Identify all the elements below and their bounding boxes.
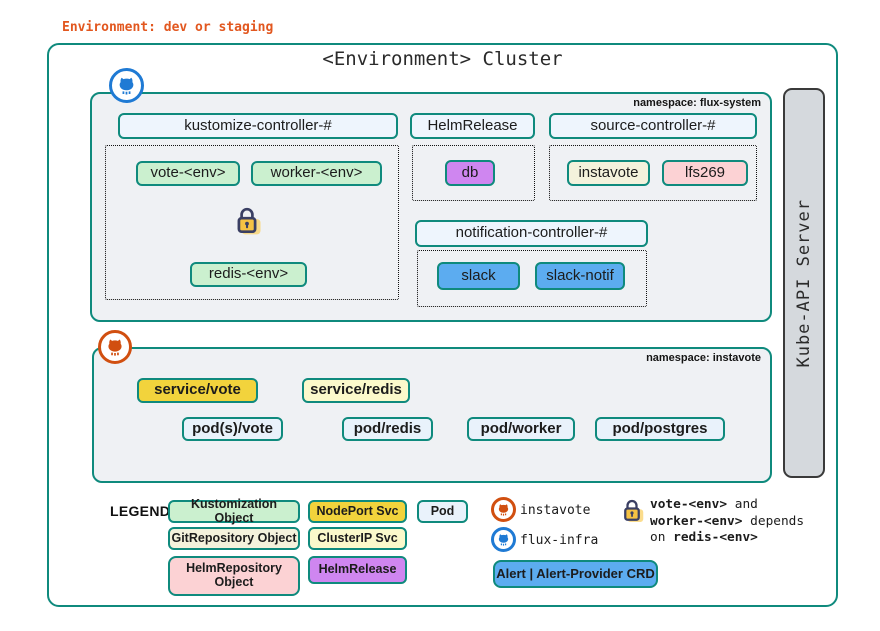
github-instavote-icon: [98, 330, 132, 364]
legend-pod: Pod: [417, 500, 468, 523]
pod-postgres-label: pod/postgres: [612, 419, 708, 437]
github-octocat-icon: [119, 77, 134, 95]
flux-system-namespace-label: namespace: flux-system: [633, 97, 761, 109]
kustomize-controller-label: kustomize-controller-#: [184, 116, 332, 134]
lock-note-line1: vote-<env> and: [650, 497, 830, 514]
cluster-title: <Environment> Cluster: [322, 48, 563, 70]
lock-note-on: on: [650, 530, 674, 545]
instavote-namespace: namespace: instavote: [92, 347, 772, 483]
kustomize-controller-group: [105, 145, 399, 300]
legend-instavote-label: instavote: [520, 503, 591, 518]
pod-redis: pod/redis: [342, 417, 433, 441]
lock-note-worker: worker-<env>: [650, 513, 743, 529]
legend-alert-crd: Alert | Alert-Provider CRD: [493, 560, 658, 588]
notification-controller-label: notification-controller-#: [455, 224, 608, 242]
alert-slack: slack: [437, 262, 520, 290]
instavote-repo-label: instavote: [578, 163, 639, 181]
legend-clusterip-label: ClusterIP Svc: [317, 530, 398, 545]
legend-alert-label: Alert | Alert-Provider CRD: [496, 565, 655, 581]
legend-kustomization: Kustomization Object: [168, 496, 300, 525]
pods-vote: pod(s)/vote: [182, 417, 283, 441]
service-vote-label: service/vote: [154, 381, 241, 399]
kustomization-redis-env: redis-<env>: [190, 262, 307, 287]
github-octocat-icon: [108, 339, 122, 356]
service-redis-label: service/redis: [310, 381, 402, 399]
pod-redis-label: pod/redis: [353, 419, 422, 437]
kustomize-controller-header: kustomize-controller-#: [118, 113, 398, 139]
notification-controller-header: notification-controller-#: [415, 220, 648, 247]
github-flux-infra-icon: [109, 68, 144, 103]
lock-note-redis: redis-<env>: [673, 530, 758, 545]
legend-nodeport-label: NodePort Svc: [316, 503, 399, 518]
slack-notif-label: slack-notif: [546, 266, 614, 284]
legend-helmrepository-label: HelmRepository Object: [186, 561, 282, 589]
github-octocat-icon: [498, 534, 509, 546]
helmrelease-header: HelmRelease: [410, 113, 535, 139]
source-controller-group: [549, 145, 757, 201]
lock-note-line3: on redis-<env>: [650, 530, 830, 547]
legend-github-instavote-icon: [491, 497, 516, 522]
kube-api-server: Kube-API Server: [783, 88, 825, 478]
kustomization-worker-env: worker-<env>: [251, 161, 382, 186]
lock-note-depends: depends: [742, 513, 805, 529]
helmrelease-db: db: [445, 160, 495, 186]
gitrepository-instavote: instavote: [567, 160, 650, 186]
legend-lock-icon: [617, 495, 647, 525]
kube-api-server-label: Kube-API Server: [794, 198, 814, 368]
worker-env-label: worker-<env>: [270, 164, 363, 182]
legend-pod-label: Pod: [430, 503, 455, 518]
lock-note-line2: worker-<env> depends: [650, 514, 830, 531]
slack-label: slack: [461, 266, 496, 284]
legend-github-flux-infra-icon: [491, 527, 516, 552]
kustomization-vote-env: vote-<env>: [136, 161, 240, 186]
legend-flux-infra-label: flux-infra: [520, 533, 599, 548]
legend-gitrepository-label: GitRepository Object: [171, 530, 297, 545]
legend-lock-note: vote-<env> and worker-<env> depends on r…: [650, 497, 830, 547]
legend-title: LEGEND:: [110, 503, 176, 519]
legend-gitrepository: GitRepository Object: [168, 527, 300, 550]
pods-vote-label: pod(s)/vote: [192, 419, 273, 437]
helmrelease-group: [412, 145, 535, 201]
instavote-namespace-label: namespace: instavote: [646, 352, 761, 364]
lock-note-and: and: [727, 497, 758, 512]
padlock-icon: [237, 207, 261, 235]
db-label: db: [461, 163, 479, 181]
legend-kustomization-label: Kustomization Object: [190, 496, 278, 525]
lfs269-repo-label: lfs269: [684, 163, 726, 181]
legend-helmrelease: HelmRelease: [308, 556, 407, 584]
lock-note-vote: vote-<env>: [650, 497, 728, 512]
legend-nodeport: NodePort Svc: [308, 500, 407, 523]
helmrepository-lfs269: lfs269: [662, 160, 748, 186]
padlock-icon: [624, 499, 644, 522]
source-controller-header: source-controller-#: [549, 113, 757, 139]
pod-worker: pod/worker: [467, 417, 575, 441]
service-vote: service/vote: [137, 378, 258, 403]
pod-worker-label: pod/worker: [480, 419, 562, 437]
legend-helmrepository: HelmRepository Object: [168, 556, 300, 596]
notification-controller-group: [417, 250, 647, 307]
depends-lock-icon: [229, 202, 265, 238]
service-redis: service/redis: [302, 378, 410, 403]
helmrelease-header-label: HelmRelease: [427, 116, 518, 134]
github-octocat-icon: [498, 504, 509, 516]
legend-helmrelease-label: HelmRelease: [318, 562, 397, 577]
pod-postgres: pod/postgres: [595, 417, 725, 441]
vote-env-label: vote-<env>: [150, 164, 226, 182]
redis-env-label: redis-<env>: [208, 265, 289, 283]
source-controller-label: source-controller-#: [590, 116, 716, 134]
environment-annotation: Environment: dev or staging: [62, 20, 274, 35]
alert-slack-notif: slack-notif: [535, 262, 625, 290]
legend-clusterip: ClusterIP Svc: [308, 527, 407, 550]
